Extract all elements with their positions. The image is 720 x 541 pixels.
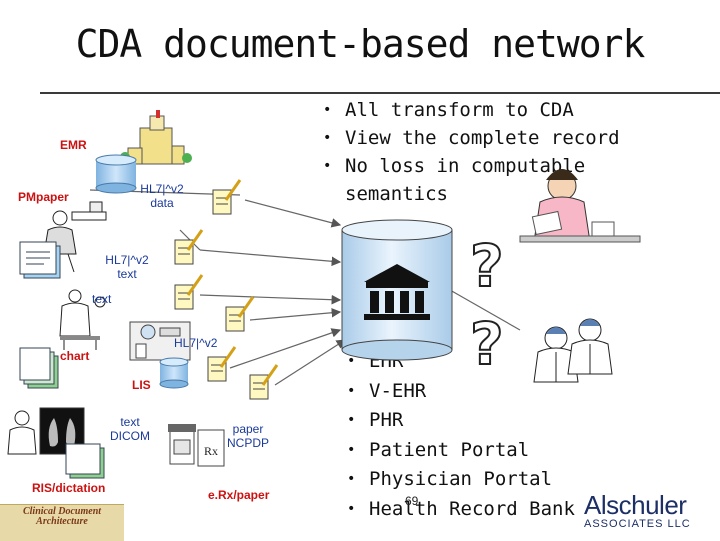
- radiologist-icon: [7, 410, 37, 455]
- alschuler-logo: Alschuler ASSOCIATES LLC: [584, 492, 716, 534]
- bullet-v-ehr: V-EHR: [347, 377, 587, 407]
- page-number: 69: [405, 494, 419, 508]
- alschuler-logo-name: Alschuler: [584, 490, 687, 520]
- cda-corner-logo: Clinical Document Architecture: [0, 504, 124, 541]
- text-label: text: [92, 292, 112, 306]
- pharmacy-bottle-icon: [168, 424, 196, 465]
- lis-label: LIS: [132, 378, 151, 392]
- lab-equipment-icon: [129, 321, 191, 361]
- physician-icon-1: [533, 326, 579, 383]
- bullet-no-loss: No loss in computable semantics: [323, 152, 623, 208]
- cda-doc-icon-3: [174, 274, 204, 310]
- page-title: CDA document-based network: [75, 22, 646, 66]
- svg-text:Rx: Rx: [204, 444, 218, 458]
- bullet-health-record-bank: Health Record Bank: [347, 495, 587, 525]
- pm-document-stack-icon: [19, 241, 61, 279]
- physician-icon-2: [567, 318, 613, 375]
- patient-at-desk-icon: [519, 169, 641, 243]
- hl7-text-label: HL7|^v2 text: [105, 253, 149, 281]
- chart-stack-icon: [19, 347, 59, 389]
- chart-label: chart: [60, 349, 90, 363]
- ris-dictation-label: RIS/dictation: [32, 481, 106, 495]
- cda-doc-icon-4: [225, 296, 255, 332]
- emr-label: EMR: [60, 138, 87, 152]
- cda-doc-icon-2: [174, 229, 204, 265]
- svg-text:?: ?: [470, 232, 504, 300]
- hl7-v2-label: HL7|^v2: [174, 336, 218, 350]
- lis-database-icon: [159, 357, 189, 389]
- bullet-phr: PHR: [347, 406, 587, 436]
- question-mark-icon-1: ?: [469, 231, 505, 301]
- bullet-view-record: View the complete record: [323, 124, 623, 152]
- bottom-bullet-list: EHR V-EHR PHR Patient Portal Physician P…: [347, 347, 587, 524]
- cda-doc-icon-6: [249, 364, 279, 400]
- bullet-transform: All transform to CDA: [323, 96, 623, 124]
- text-dicom-label: text DICOM: [110, 415, 150, 443]
- pm-paper-label: PMpaper: [18, 190, 69, 204]
- paper-ncpdp-label: paper NCPDP: [226, 422, 269, 450]
- erx-doc-icon: Rx: [197, 429, 225, 467]
- emr-database-icon: [95, 154, 137, 194]
- cda-doc-icon-1: [212, 179, 242, 215]
- alschuler-logo-sub: ASSOCIATES LLC: [584, 518, 691, 530]
- emr-building-icon: [120, 110, 192, 165]
- bullet-physician-portal: Physician Portal: [347, 465, 587, 495]
- bullet-patient-portal: Patient Portal: [347, 436, 587, 466]
- repository-bank-icon: [364, 264, 430, 320]
- svg-text:?: ?: [470, 310, 504, 378]
- pm-paper-person-icon: [43, 201, 107, 273]
- cda-corner-logo-text: Clinical Document Architecture: [22, 506, 102, 527]
- hl7-data-label: HL7|^v2 data: [140, 182, 184, 210]
- question-mark-icon-2: ?: [469, 309, 505, 379]
- dictation-doc-icon: [65, 443, 105, 479]
- top-bullet-list: All transform to CDA View the complete r…: [323, 96, 623, 208]
- cda-repository-database-icon: [341, 219, 453, 361]
- clinician-exam-icon: [59, 289, 106, 350]
- cda-doc-icon-5: [207, 346, 237, 382]
- erx-paper-label: e.Rx/paper: [208, 488, 270, 502]
- xray-lungs-icon: [39, 407, 85, 455]
- title-divider: [40, 92, 720, 94]
